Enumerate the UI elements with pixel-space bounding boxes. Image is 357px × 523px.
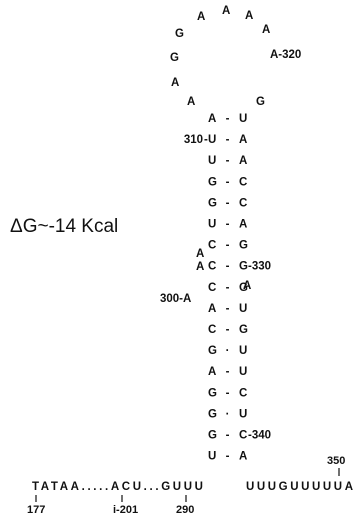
nucleotide-right: A [239, 134, 247, 146]
nucleotide-right: G [239, 282, 248, 294]
bulges: A A 300-A A [160, 248, 251, 305]
base-pair: C-G [208, 324, 248, 336]
pair-bond: - [226, 366, 230, 378]
pair-bond: - [226, 176, 230, 188]
loop-nucleotide: A [262, 24, 270, 36]
pair-bond: - [226, 219, 230, 231]
nucleotide-left: U [208, 134, 216, 146]
base-pair: U-A [208, 451, 247, 463]
pair-bond: · [226, 345, 230, 357]
nucleotide-right: C [239, 197, 247, 209]
nucleotide-left: A [208, 366, 216, 378]
bulge-nucleotide: A [196, 248, 204, 260]
nucleotide-right: A [239, 219, 247, 231]
base-pair: C-G [208, 240, 248, 252]
pair-bond: - [226, 113, 230, 125]
loop-nucleotide: G [256, 96, 265, 108]
sequence-5prime: TATAA.....ACU...GUUU [32, 481, 203, 493]
position-290: 290 [176, 504, 194, 516]
nucleotide-left: C [208, 282, 216, 294]
sequence-3prime: UUUGUUUUUA [246, 481, 353, 493]
pair-bond: - [226, 197, 230, 209]
base-pair: A-U [208, 303, 247, 315]
nucleotide-right: U [239, 303, 247, 315]
stem-helix: A-U310-U-AU-AG-CG-CU-AC-GC-G-330C-GA-UC-… [184, 113, 271, 463]
nucleotide-left: G [208, 197, 217, 209]
nucleotide-left: U [208, 155, 216, 167]
hairpin-loop: G A A A A A-320 G A A G [170, 5, 301, 108]
loop-nucleotide: A [222, 5, 230, 17]
position-label: -330 [248, 261, 271, 273]
loop-nucleotide: A [245, 10, 253, 22]
bulge-nucleotide: A [243, 280, 251, 292]
base-pair: U-A [208, 219, 247, 231]
nucleotide-left: G [208, 408, 217, 420]
nucleotide-left: U [208, 219, 216, 231]
base-pair: G-C [208, 387, 247, 399]
nucleotide-right: U [239, 408, 247, 420]
nucleotide-left: A [208, 113, 216, 125]
base-pair: G · U [208, 408, 247, 420]
pair-bond: - [226, 324, 230, 336]
base-pair: A-U [208, 113, 247, 125]
nucleotide-right: C [239, 430, 247, 442]
base-pair: G · U [208, 345, 247, 357]
pair-bond: - [226, 134, 230, 146]
nucleotide-left: C [208, 261, 216, 273]
loop-nucleotide: A [197, 11, 205, 23]
nucleotide-right: G [239, 261, 248, 273]
nucleotide-left: C [208, 324, 216, 336]
loop-nucleotide-320: A-320 [270, 49, 301, 61]
base-pair: G-C [208, 176, 247, 188]
nucleotide-right: C [239, 387, 247, 399]
pair-bond: - [226, 155, 230, 167]
nucleotide-left: U [208, 451, 216, 463]
pair-bond: - [226, 261, 230, 273]
nucleotide-right: G [239, 324, 248, 336]
loop-nucleotide: G [170, 52, 179, 64]
position-177: 177 [27, 504, 45, 516]
nucleotide-right: U [239, 366, 247, 378]
nucleotide-left: G [208, 430, 217, 442]
bulge-nucleotide-300: 300-A [160, 293, 191, 305]
pair-bond: - [226, 282, 230, 294]
base-pair: G-C [208, 197, 247, 209]
nucleotide-left: C [208, 240, 216, 252]
loop-nucleotide: A [171, 77, 179, 89]
base-pair: U-A [208, 155, 247, 167]
pair-bond: - [226, 451, 230, 463]
base-pair: C-G [208, 282, 248, 294]
nucleotide-right: A [239, 155, 247, 167]
pair-bond: - [226, 430, 230, 442]
base-pair: C-G-330 [208, 261, 271, 273]
flanking-sequence: TATAA.....ACU...GUUU UUUGUUUUUA 177 i-20… [27, 455, 353, 516]
base-pair: G-C-340 [208, 430, 271, 442]
free-energy-label: ΔG~-14 Kcal [10, 216, 118, 237]
nucleotide-right: C [239, 176, 247, 188]
nucleotide-left: G [208, 345, 217, 357]
position-201: i-201 [113, 504, 138, 516]
pair-bond: - [226, 240, 230, 252]
loop-nucleotide: A [187, 96, 195, 108]
nucleotide-left: G [208, 176, 217, 188]
loop-nucleotide: G [175, 28, 184, 40]
bulge-nucleotide: A [196, 261, 204, 273]
nucleotide-right: U [239, 345, 247, 357]
pair-bond: · [226, 408, 230, 420]
position-label: -340 [248, 430, 271, 442]
position-label: 310 [184, 134, 203, 146]
nucleotide-left: G [208, 387, 217, 399]
base-pair: A-U [208, 366, 247, 378]
position-350: 350 [327, 455, 345, 467]
nucleotide-right: A [239, 451, 247, 463]
nucleotide-right: U [239, 113, 247, 125]
nucleotide-right: G [239, 240, 248, 252]
pair-bond: - [226, 303, 230, 315]
position-dash: - [204, 134, 208, 146]
nucleotide-left: A [208, 303, 216, 315]
pair-bond: - [226, 387, 230, 399]
base-pair: 310-U-A [184, 134, 248, 146]
